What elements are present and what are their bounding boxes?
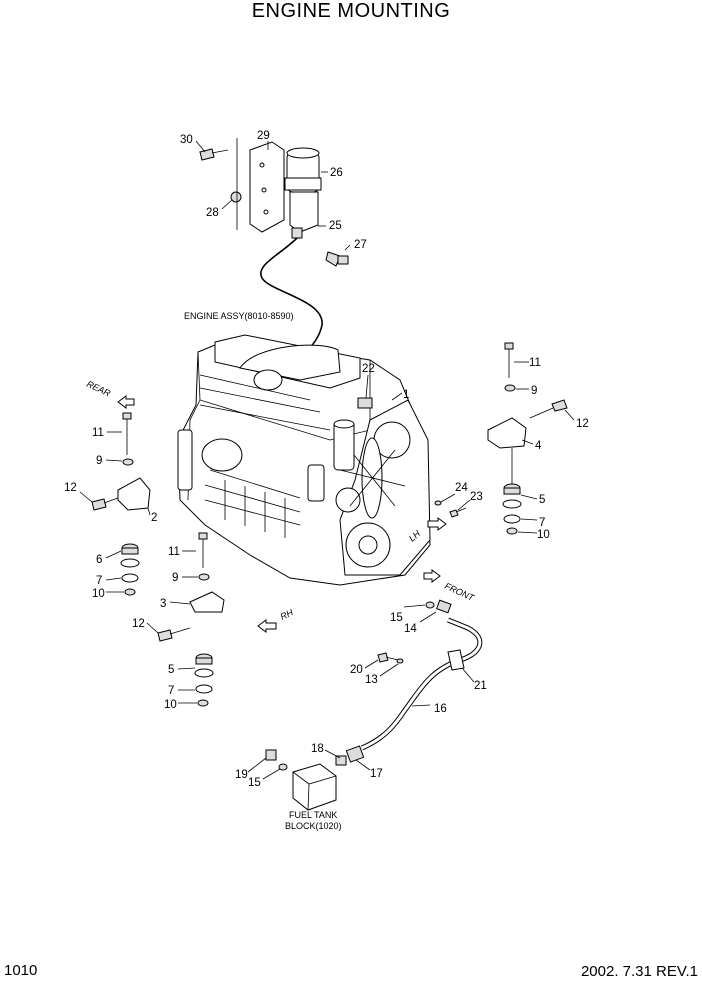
callout-27: 27 [354,239,367,251]
callout-30: 30 [180,134,193,146]
callout-24: 24 [455,482,468,494]
right-mount [487,342,575,535]
callout-11-right: 11 [529,357,541,369]
callout-25: 25 [329,220,342,232]
callout-15-bottom: 15 [248,777,261,789]
engine-assy-note: ENGINE ASSY(8010-8590) [184,311,294,321]
callout-10-right: 10 [537,529,550,541]
page-title: ENGINE MOUNTING [251,0,451,22]
callout-23: 23 [470,491,483,503]
direction-rear-label: REAR [85,379,112,399]
callout-10-left: 10 [92,588,105,600]
callout-20: 20 [350,664,363,676]
callout-5-center: 5 [168,664,174,676]
engine-assembly [177,334,431,586]
bolt-23-washer-24 [434,493,471,518]
callout-29: 29 [257,130,270,142]
callout-22: 22 [362,363,375,375]
callout-2: 2 [151,512,157,524]
callout-12-right: 12 [576,418,589,430]
revision-date: 2002. 7.31 REV.1 [580,963,698,980]
page-number: 1010 [4,962,38,979]
callout-12-center: 12 [132,618,145,630]
front-arrow-icon [423,569,441,583]
callout-3: 3 [160,598,166,610]
callout-7-right: 7 [539,517,545,529]
callout-9-left: 9 [96,455,102,467]
callout-5-right: 5 [539,494,545,506]
direction-rh-label: RH [279,607,295,622]
direction-front-label: FRONT [443,581,477,604]
left-rear-mount [79,412,151,596]
callout-7-center: 7 [168,685,174,697]
callout-18: 18 [311,743,324,755]
fuel-tank-note-line1: FUEL TANK [289,810,337,820]
callout-15-top: 15 [390,612,403,624]
fuel-filter-assembly [195,138,351,267]
callout-17: 17 [370,768,383,780]
callout-10-center: 10 [164,699,177,711]
callout-21: 21 [474,680,487,692]
callout-9-right: 9 [531,385,537,397]
callout-26: 26 [330,167,343,179]
callout-28: 28 [206,207,219,219]
fuel-line-lower [247,599,483,811]
callout-13: 13 [365,674,378,686]
callout-11-center: 11 [168,546,180,558]
rear-arrow-icon [117,395,135,409]
callout-4: 4 [535,440,542,452]
callout-11-left: 11 [92,427,104,439]
callout-9-center: 9 [172,572,178,584]
callout-7-left: 7 [96,575,102,587]
callout-19: 19 [235,769,248,781]
lh-arrow-icon [427,517,447,531]
rh-arrow-icon [257,619,277,633]
fuel-tank-note-line2: BLOCK(1020) [285,821,342,831]
callout-labels: 1 2 3 4 5 5 6 7 7 7 9 9 9 10 10 10 11 11… [64,130,589,789]
callout-12-left: 12 [64,482,77,494]
center-front-mount [146,532,225,707]
callout-14: 14 [404,623,417,635]
callout-1: 1 [403,389,409,401]
callout-16: 16 [434,703,447,715]
callout-6: 6 [96,554,102,566]
